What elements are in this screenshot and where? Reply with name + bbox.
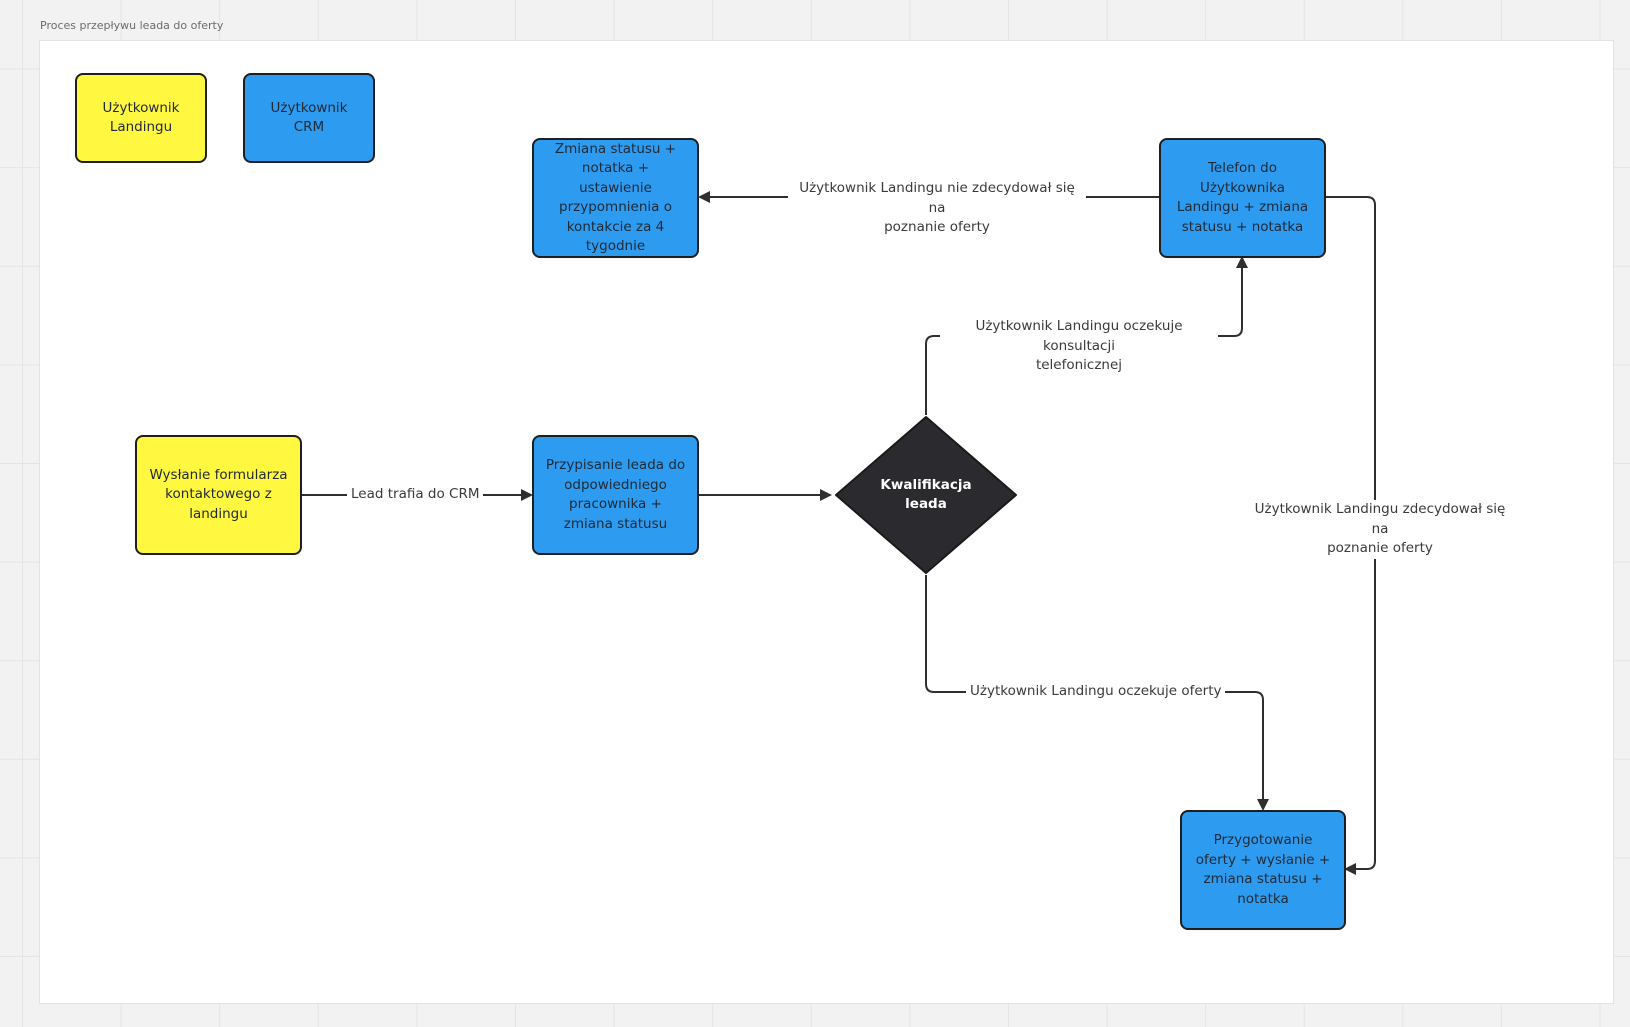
- edge-label-expects-call: Użytkownik Landingu oczekuje konsultacji…: [940, 317, 1218, 376]
- node-status-reminder[interactable]: Zmiana statusu + notatka + ustawienie pr…: [532, 138, 699, 258]
- edge-label-expects-offer: Użytkownik Landingu oczekuje oferty: [966, 682, 1226, 702]
- edge-label-declined: Użytkownik Landingu nie zdecydował się n…: [788, 179, 1086, 238]
- node-form-submit[interactable]: Wysłanie formularza kontaktowego z landi…: [135, 435, 302, 555]
- decision-diamond[interactable]: [835, 416, 1017, 574]
- legend-landing-user[interactable]: Użytkownik Landingu: [75, 73, 207, 163]
- node-assign-lead[interactable]: Przypisanie leada do odpowiedniego praco…: [532, 435, 699, 555]
- node-prepare-offer[interactable]: Przygotowanie oferty + wysłanie + zmiana…: [1180, 810, 1346, 930]
- edge-label-to-crm: Lead trafia do CRM: [347, 485, 484, 505]
- frame-title: Proces przepływu leada do oferty: [40, 19, 224, 32]
- node-phone-call[interactable]: Telefon do Użytkownika Landingu + zmiana…: [1159, 138, 1326, 258]
- legend-crm-user[interactable]: Użytkownik CRM: [243, 73, 375, 163]
- edge-label-accepted: Użytkownik Landingu zdecydował się na po…: [1245, 500, 1515, 559]
- decision-label: Kwalifikacja leada: [880, 476, 972, 513]
